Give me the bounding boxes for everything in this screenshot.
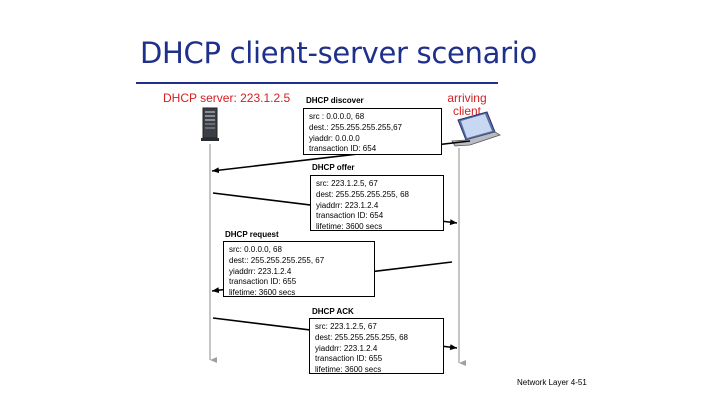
request-line: lifetime: 3600 secs [229,288,296,298]
server-label: DHCP server: 223.1.2.5 [163,91,291,105]
offer-line: lifetime: 3600 secs [316,222,383,232]
laptop-icon [451,111,501,147]
ack-title: DHCP ACK [312,307,354,316]
request-box: src: 0.0.0.0, 68 dest:: 255.255.255.255,… [223,241,375,297]
offer-line: dest: 255.255.255.255, 68 [316,189,409,199]
ack-line: transaction ID: 655 [315,354,383,364]
offer-line: yiaddrr: 223.1.2.4 [316,200,379,210]
slide-title: DHCP client-server scenario [140,36,537,70]
offer-box: src: 223.1.2.5, 67 dest: 255.255.255.255… [310,175,444,231]
request-line: transaction ID: 655 [229,277,297,287]
request-line: dest:: 255.255.255.255, 67 [229,255,325,265]
request-title: DHCP request [225,230,279,239]
ack-line: yiaddrr: 223.1.2.4 [315,343,378,353]
discover-title: DHCP discover [306,96,364,105]
server-icon [201,107,219,141]
ack-box: src: 223.1.2.5, 67 dest: 255.255.255.255… [309,318,444,374]
ack-line: lifetime: 3600 secs [315,365,382,375]
discover-line: src : 0.0.0.0, 68 [309,112,365,121]
title-underline [136,82,498,84]
slide-footer: Network Layer 4-51 [517,378,587,387]
discover-line: transaction ID: 654 [309,144,377,154]
offer-title: DHCP offer [312,163,355,172]
ack-line: dest: 255.255.255.255, 68 [315,332,408,342]
discover-box: src : 0.0.0.0, 68 dest.: 255.255.255.255… [303,108,442,155]
request-line: yiaddrr: 223.1.2.4 [229,266,292,276]
offer-line: transaction ID: 654 [316,211,384,221]
client-label: arriving client [447,91,487,118]
request-line: src: 0.0.0.0, 68 [229,245,282,254]
discover-line: yiaddr: 0.0.0.0 [309,133,360,143]
offer-line: src: 223.1.2.5, 67 [316,179,378,188]
discover-line: dest.: 255.255.255.255,67 [309,122,402,132]
ack-line: src: 223.1.2.5, 67 [315,322,377,331]
